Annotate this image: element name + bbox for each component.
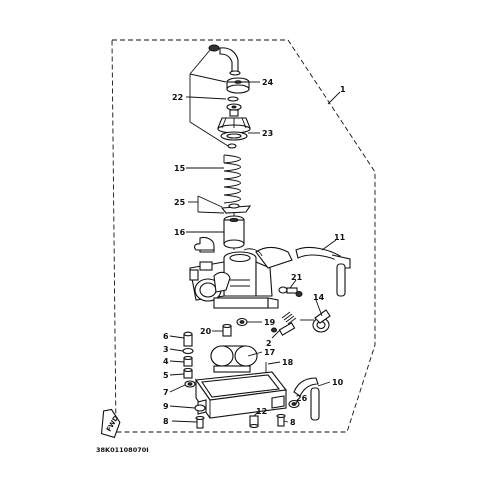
part-number-4: 4	[163, 357, 169, 366]
part-number-6: 6	[163, 332, 169, 341]
part-number-26: 26	[296, 394, 308, 403]
part-number-19: 19	[264, 318, 276, 327]
small-clip	[227, 143, 237, 149]
part-number-16: 16	[174, 228, 186, 237]
part-number-1: 1	[340, 85, 346, 94]
part-number-15: 15	[174, 164, 186, 173]
assembly-boundary	[111, 39, 376, 433]
part-number-17: 17	[264, 348, 275, 357]
part-number-5: 5	[163, 371, 169, 380]
jet-holder-4	[183, 355, 193, 367]
part-number-3: 3	[163, 345, 169, 354]
drain-screw	[249, 415, 259, 429]
screw-21	[278, 286, 303, 297]
float-bowl	[195, 371, 288, 419]
part-number-7: 7	[163, 388, 169, 397]
float-pin-7	[184, 380, 196, 388]
part-number-8-left: 8	[163, 417, 169, 426]
fwd-arrow-icon: FWD	[100, 408, 121, 439]
part-number-18: 18	[282, 358, 294, 367]
part-number-20: 20	[200, 327, 212, 336]
part-number-12: 12	[256, 407, 267, 416]
part-number-24: 24	[262, 78, 274, 87]
part-number-22: 22	[172, 93, 183, 102]
needle-jet-6	[183, 331, 193, 347]
washer-19	[236, 317, 248, 327]
part-number-11: 11	[334, 233, 346, 242]
main-jet-5	[183, 367, 193, 379]
part-number-2: 2	[266, 339, 272, 348]
part-number-10: 10	[332, 378, 344, 387]
throttle-valve	[223, 215, 245, 249]
throttle-spring	[223, 154, 241, 204]
part-number-25: 25	[174, 198, 186, 207]
part-number-21: 21	[291, 273, 303, 282]
jet-20	[222, 323, 232, 337]
float	[210, 345, 258, 373]
air-screw	[300, 309, 331, 333]
diagram-code: 38K01108070I	[96, 446, 149, 454]
mixing-chamber-top	[217, 109, 251, 134]
part-number-8-right: 8	[290, 418, 296, 427]
part-number-23: 23	[262, 129, 273, 138]
vent-elbow-cap	[208, 44, 241, 76]
leader-lines	[169, 49, 341, 423]
screw-8-right	[276, 413, 286, 427]
fuel-hose	[295, 247, 351, 297]
washer-3	[182, 347, 194, 355]
cap-washers	[226, 96, 242, 111]
drain-hose	[293, 377, 320, 421]
part-number-9: 9	[163, 402, 169, 411]
carburetor-body	[189, 236, 293, 309]
top-cap-nut	[226, 77, 250, 94]
part-number-14: 14	[313, 293, 325, 302]
idle-screw	[271, 311, 297, 336]
part-labels: 1 22 24 23 15 25 16 11 21 14 19 2 20 6 3…	[163, 78, 346, 427]
top-gasket	[220, 131, 248, 141]
screw-8-left	[194, 404, 206, 429]
